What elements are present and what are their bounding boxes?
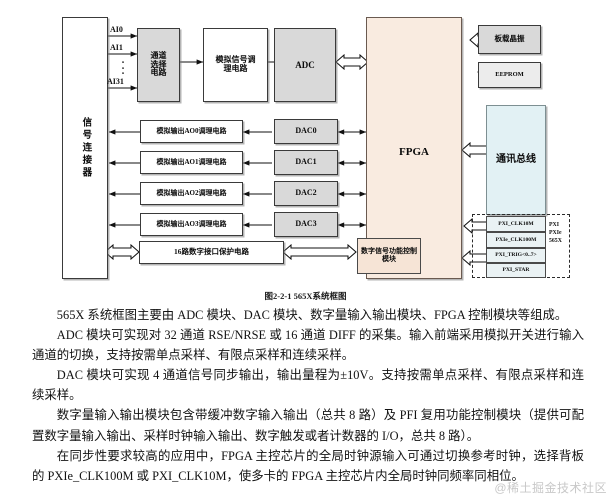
paragraph-2: ADC 模块可实现对 32 通道 RSE/NRSE 或 16 通道 DIFF 的… <box>32 328 584 363</box>
analog-conditioning-label: 模拟信号调理电路 <box>215 55 256 73</box>
block-dac2: DAC2 <box>274 181 338 206</box>
eeprom-label: EEPROM <box>495 71 524 79</box>
paragraph-5: 在同步性要求较高的应用中，FPGA 主控芯片的全局时钟源输入可通过切换参考时钟，… <box>32 448 584 483</box>
onboard-crystal-label: 板载晶振 <box>494 34 525 44</box>
channel-select-label: 通道选择电路 <box>150 50 167 78</box>
block-dio-protection: 16路数字接口保护电路 <box>139 241 284 264</box>
pxi-trig-label: PXI_TRIG<0..7> <box>495 252 537 259</box>
paragraph-4: 数字量输入输出模块包含带缓冲数字输入输出（总共 8 路）及 PFI 复用功能控制… <box>32 408 584 443</box>
dac2-label: DAC2 <box>295 188 317 198</box>
ai-label-31: AI31 <box>107 77 124 86</box>
block-ao1-conditioning: 模拟输出AO1调理电路 <box>140 151 243 174</box>
block-fpga: FPGA <box>366 17 462 279</box>
dac3-label: DAC3 <box>295 219 317 229</box>
block-eeprom: EEPROM <box>478 62 541 88</box>
paragraph-3: DAC 模块可实现 4 通道信号同步输出，输出量程为±10V。支持按需单点采样、… <box>32 368 584 403</box>
block-signal-connector: 信号连接器 <box>62 17 108 279</box>
dio-protection-label: 16路数字接口保护电路 <box>174 247 249 257</box>
block-analog-conditioning: 模拟信号调理电路 <box>203 28 268 102</box>
ao1-label: 模拟输出AO1调理电路 <box>156 157 227 166</box>
block-digital-control-module: 数字信号功能控制模块 <box>357 238 421 274</box>
block-comm-bus: 通讯总线 <box>486 105 546 215</box>
signal-connector-label: 信号连接器 <box>80 116 91 180</box>
ai-label-0: AI0 <box>110 25 123 34</box>
pxi-side-label: PXI PXIe 565X <box>549 222 562 244</box>
fpga-label: FPGA <box>399 146 429 158</box>
ai-vertical-ellipsis: ... <box>121 55 125 77</box>
body-text: 565X 系统框图主要由 ADC 模块、DAC 模块、数字量输入输出模块、FPG… <box>32 305 584 486</box>
block-adc: ADC <box>274 28 336 102</box>
ao0-label: 模拟输出AO0调理电路 <box>156 126 227 135</box>
block-ao3-conditioning: 模拟输出AO3调理电路 <box>140 213 243 236</box>
block-ao0-conditioning: 模拟输出AO0调理电路 <box>140 120 243 143</box>
dac1-label: DAC1 <box>295 157 317 167</box>
block-pxie-clk100m: PXIe_CLK100M <box>486 232 546 248</box>
block-dac3: DAC3 <box>274 212 338 237</box>
block-ao2-conditioning: 模拟输出AO2调理电路 <box>140 182 243 205</box>
paragraph-1: 565X 系统框图主要由 ADC 模块、DAC 模块、数字量输入输出模块、FPG… <box>56 308 568 322</box>
system-block-diagram: 信号连接器 AI0 AI1 ... AI31 通道选择电路 模拟信号调理电路 A… <box>62 17 570 279</box>
pxie-clk100m-label: PXIe_CLK100M <box>495 236 537 243</box>
digital-control-module-label: 数字信号功能控制模块 <box>361 247 417 263</box>
block-pxi-trig: PXI_TRIG<0..7> <box>486 248 546 263</box>
dac0-label: DAC0 <box>295 126 317 136</box>
ao3-label: 模拟输出AO3调理电路 <box>156 219 227 228</box>
adc-label: ADC <box>295 59 315 70</box>
comm-bus-label: 通讯总线 <box>496 154 536 165</box>
block-dac0: DAC0 <box>274 119 338 144</box>
pxi-star-label: PXI_STAR <box>502 267 530 274</box>
block-pxi-clk10m: PXI_CLK10M <box>486 216 546 232</box>
block-pxi-star: PXI_STAR <box>486 263 546 278</box>
ao2-label: 模拟输出AO2调理电路 <box>156 188 227 197</box>
block-dac1: DAC1 <box>274 150 338 175</box>
pxi-clk10m-label: PXI_CLK10M <box>498 220 534 227</box>
figure-caption: 图2-2-1 565X系统框图 <box>264 291 347 301</box>
ai-label-1: AI1 <box>110 43 123 52</box>
block-onboard-crystal: 板载晶振 <box>478 25 541 54</box>
block-channel-select: 通道选择电路 <box>137 28 180 102</box>
